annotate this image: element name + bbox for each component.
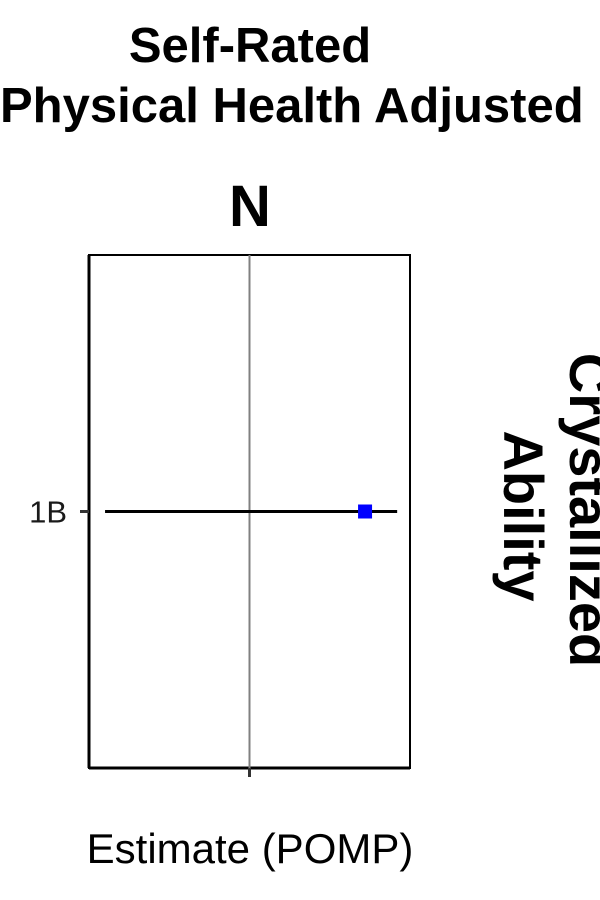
facet-label-right-line-1: Crystallized <box>558 353 600 667</box>
facet-label-right: Crystallized Ability <box>492 353 600 667</box>
chart-title-line-1: Self-Rated <box>128 19 372 73</box>
chart-title-line-2: Physical Health Adjusted <box>0 79 584 133</box>
facet-label-right-line-2: Ability <box>492 430 555 601</box>
data-point <box>358 504 373 519</box>
y-tick-label: 1B <box>29 495 67 530</box>
x-axis-label: Estimate (POMP) <box>86 825 414 872</box>
facet-label-top: N <box>229 174 271 239</box>
